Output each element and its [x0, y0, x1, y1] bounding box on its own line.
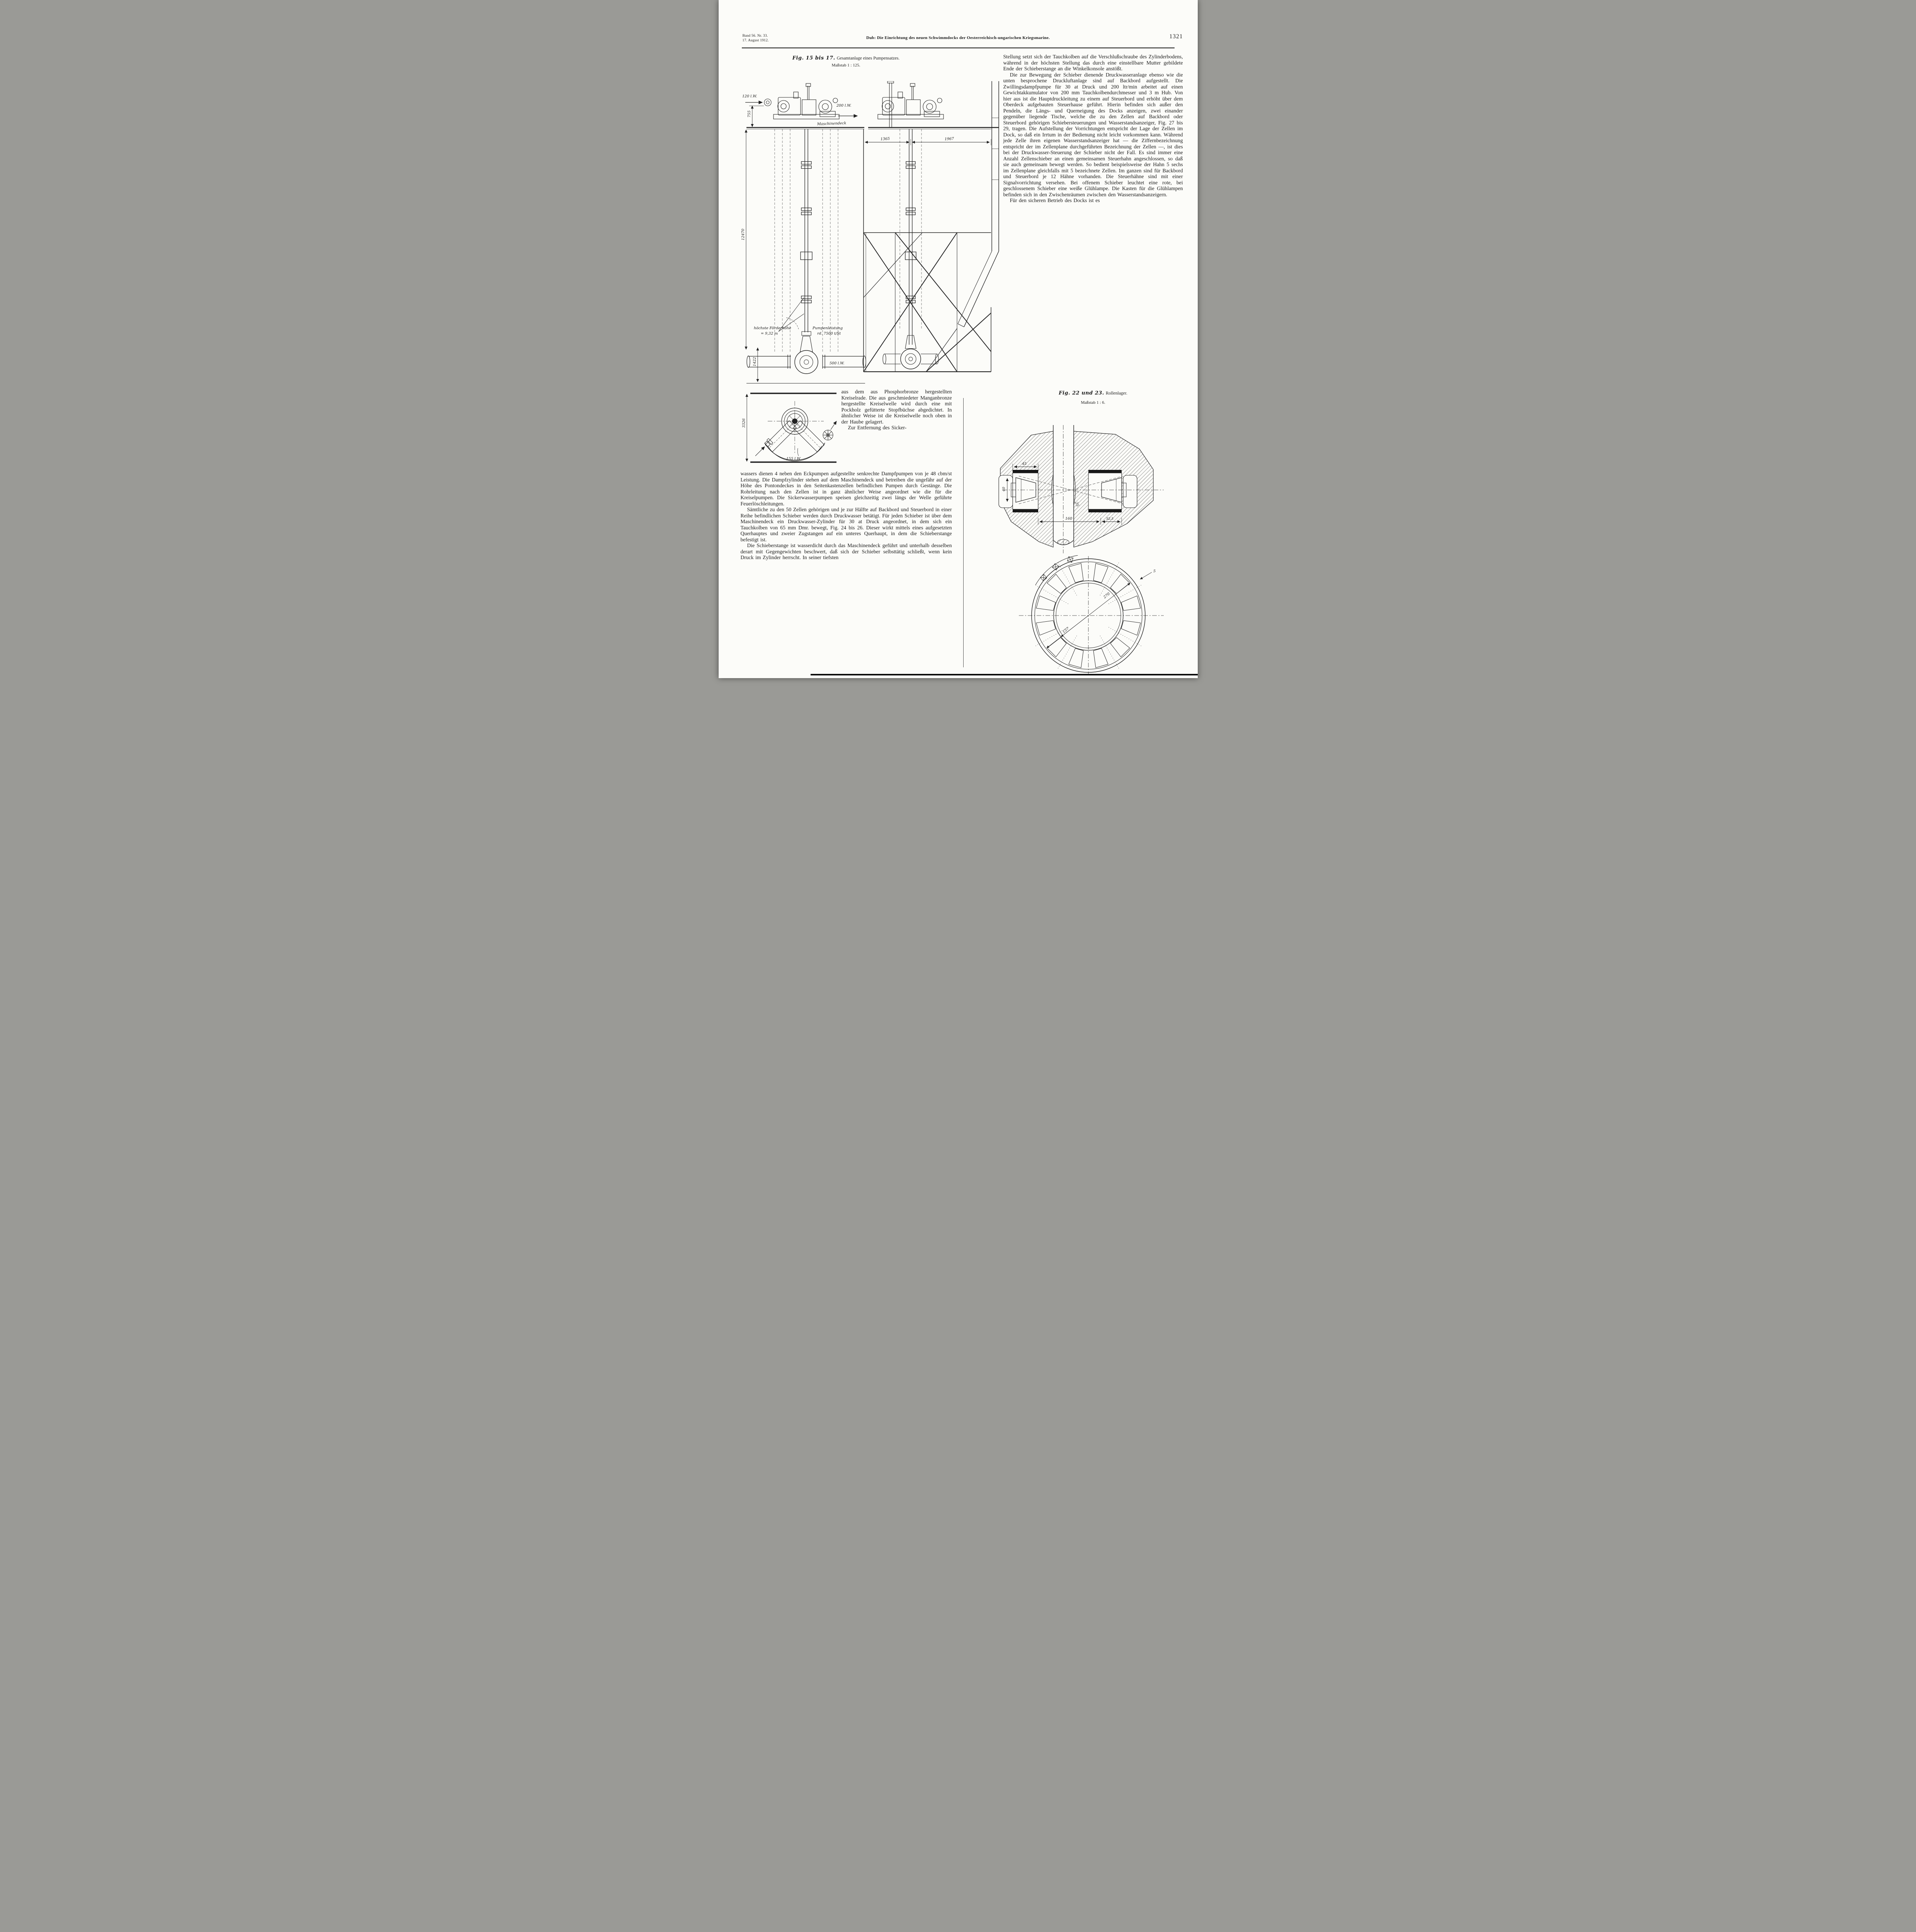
svg-text:755: 755 — [747, 111, 751, 117]
diameter-dimensions: 270 157 5 — [1046, 569, 1156, 648]
page-number: 1321 — [1169, 33, 1183, 40]
dim-spans: 1365 1967 — [863, 137, 991, 145]
centrifugal-pump-front — [794, 331, 818, 374]
dim-cone-label: 25 — [1074, 501, 1080, 507]
journal-page: Band 56. Nr. 33. 17. August 1912. Dub: D… — [718, 0, 1198, 678]
dim-outer-dia-label: 270 — [1102, 592, 1111, 600]
steam-engine-side — [877, 83, 944, 119]
paragraph: aus dem aus Phosphorbronze hergestellten… — [841, 389, 952, 425]
seal-bands — [1012, 470, 1122, 512]
dim-right-span-label: 1967 — [944, 137, 954, 141]
tapered-rollers — [1011, 477, 1126, 503]
shaft-bracket — [778, 297, 804, 332]
pump-shaft-front — [800, 129, 813, 332]
fig15-caption-title: Gesamtanlage eines Pumpensatzes. — [836, 56, 900, 61]
paragraph: Zur Entfernung des Sicker- — [848, 425, 907, 430]
deck-label: Maschinendeck — [816, 121, 846, 126]
suction-channel-arc — [764, 442, 825, 461]
pump-plan-drawing: 3326 — [742, 393, 837, 463]
dim-left-span-label: 1365 — [880, 137, 890, 141]
suction-label-leader — [797, 448, 799, 456]
delivery-head-label1: höchste Förderhöhe — [754, 326, 791, 330]
discharge-pipe-label: 500 l.W. — [830, 361, 844, 366]
suction-pipe-label: 155 l.W. — [786, 457, 801, 461]
bearing-pocket-left — [1012, 473, 1039, 510]
fig22-caption-title: Rollenlager. — [1105, 391, 1127, 396]
dimensions: 45 40 25 160 52,5 — [1002, 462, 1122, 525]
fig15-caption-label: Fig. 15 bis 17. — [792, 55, 835, 61]
svg-text:3326: 3326 — [742, 418, 746, 428]
paragraph: Die zur Bewegung der Schieber dienende D… — [1003, 71, 1183, 197]
centerlines — [1002, 425, 1164, 553]
capacity-label2: rd. 7500 t/St — [817, 332, 841, 336]
fig22-caption: Fig. 22 und 23. Rollenlager. Maßstab 1 :… — [1003, 389, 1183, 405]
right-column: Stellung setzt sich der Tauchkolben auf … — [1003, 54, 1183, 204]
scan-artifact-line — [810, 674, 1198, 675]
pump-elevation-front: 120 l.W. 200 l.W. Maschinendeck 755 — [741, 83, 866, 384]
dim-plan-width: 3326 — [742, 394, 748, 462]
dim-offset-label: 52,5 — [1106, 517, 1114, 521]
bearing-pocket-right — [1088, 473, 1122, 510]
fig15-caption: Fig. 15 bis 17. Gesamtanlage eines Pumpe… — [761, 54, 931, 68]
svg-text:12470: 12470 — [741, 229, 745, 240]
dim-engine-height: 755 — [747, 105, 764, 127]
vent-pipe — [887, 81, 894, 128]
capacity-label1: Pumpenleistung — [812, 326, 843, 330]
paragraph: wassers dienen 4 neben den Eckpumpen auf… — [740, 471, 952, 507]
centrifugal-pump-side — [882, 335, 939, 369]
cage-bolt-details — [1035, 555, 1078, 585]
fig22-caption-scale: Maßstab 1 : 6. — [1081, 400, 1105, 405]
fig15-caption-scale: Maßstab 1 : 125. — [831, 63, 860, 68]
paragraph: Stellung setzt sich der Tauchkolben auf … — [1003, 54, 1183, 71]
fig23-roller-cage: 270 157 5 — [1018, 555, 1164, 675]
dock-wall — [957, 81, 999, 327]
journal-reference: Band 56. Nr. 33. 17. August 1912. — [743, 34, 793, 43]
side-wheel — [823, 430, 833, 440]
fig22-bearing-section: 45 40 25 160 52,5 — [998, 425, 1164, 553]
left-bottom-column: wassers dienen 4 neben den Eckpumpen auf… — [741, 471, 952, 561]
journal-edition: Band 56. Nr. 33. — [742, 34, 768, 38]
dim-roller-length-label: 45 — [1022, 462, 1027, 466]
suction-assembly — [755, 401, 837, 461]
retainer-cap-right — [1122, 475, 1137, 508]
rollers — [1035, 563, 1141, 668]
fig15-drawing: 120 l.W. 200 l.W. Maschinendeck 755 — [741, 81, 999, 384]
journal-date: 17. August 1912. — [742, 38, 769, 43]
dock-truss — [863, 129, 991, 372]
svg-text:1422: 1422 — [753, 357, 757, 366]
dim-pump-height: 1422 — [753, 347, 759, 382]
dim-ring-gap-label: 5 — [1153, 569, 1156, 573]
left-middle-column: aus dem aus Phosphorbronze hergestellten… — [842, 389, 952, 431]
page-title: Dub: Die Einrichtung des neuen Schwimmdo… — [866, 36, 1050, 40]
fig22-caption-label: Fig. 22 und 23. — [1059, 390, 1104, 396]
dim-pitch-label: 160 — [1065, 517, 1072, 521]
suction-arrow — [755, 446, 765, 456]
delivery-head-label2: = 9,32 m — [761, 332, 778, 336]
exhaust-pipe-label: 200 l.W. — [836, 104, 851, 108]
pump-shaft-side — [904, 129, 916, 345]
paragraph: Die Schieberstange ist wasserdicht durch… — [740, 543, 952, 560]
dim-shaft-length: 12470 — [741, 129, 748, 350]
pipe-guides-front — [774, 129, 838, 352]
column-divider-rule — [963, 398, 964, 667]
dim-roller-dia-label: 40 — [1002, 487, 1006, 492]
pump-elevation-side: 1365 1967 — [863, 81, 999, 372]
paragraph: Für den sicheren Betrieb des Docks ist e… — [1010, 197, 1100, 203]
discharge-pipe — [746, 355, 866, 369]
shaft — [1051, 425, 1076, 545]
steam-engine-front — [773, 83, 840, 119]
inlet-pipe-label: 120 l.W. — [742, 94, 757, 99]
paragraph: Sämtliche zu den 50 Zellen gehörigen und… — [740, 507, 952, 543]
pipe-guides-side — [899, 129, 921, 328]
retainer-cap-left — [998, 475, 1013, 508]
